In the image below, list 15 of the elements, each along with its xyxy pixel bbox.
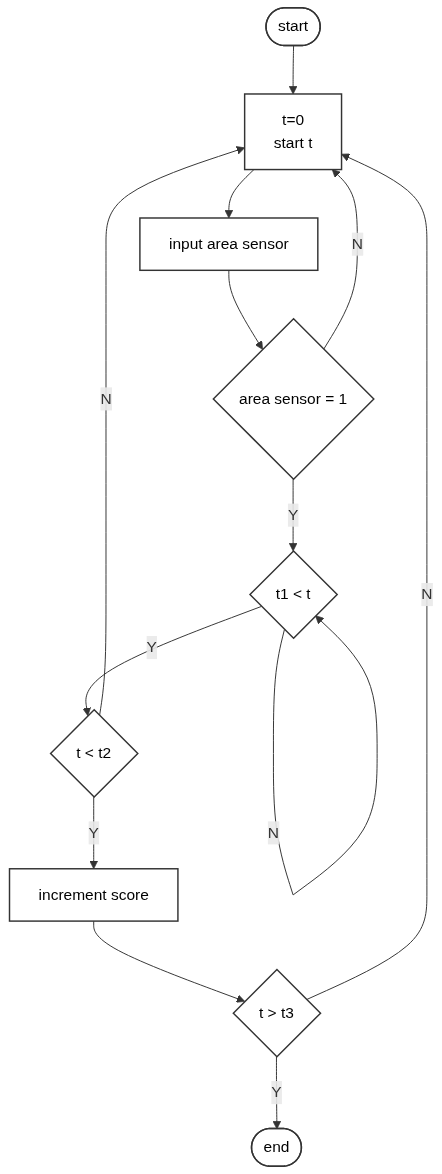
node-box: input area sensor xyxy=(139,217,319,272)
edge-label: N xyxy=(267,824,280,841)
node-box: t=0 start t xyxy=(243,93,343,171)
edge-label: N xyxy=(100,390,112,407)
edge-label: Y xyxy=(88,824,99,841)
edge-label: Y xyxy=(271,1083,282,1101)
node-box: increment score xyxy=(8,868,179,922)
node-diamond: t < t2 xyxy=(49,708,139,799)
edge-label: N xyxy=(421,585,433,603)
edge-label: N xyxy=(351,235,363,252)
edge-label: Y xyxy=(146,638,157,656)
node-diamond: area sensor = 1 xyxy=(212,317,375,481)
edge-label: Y xyxy=(287,506,299,523)
node-diamond: t1 < t xyxy=(248,549,339,640)
node-diamond: t > t3 xyxy=(232,968,322,1058)
